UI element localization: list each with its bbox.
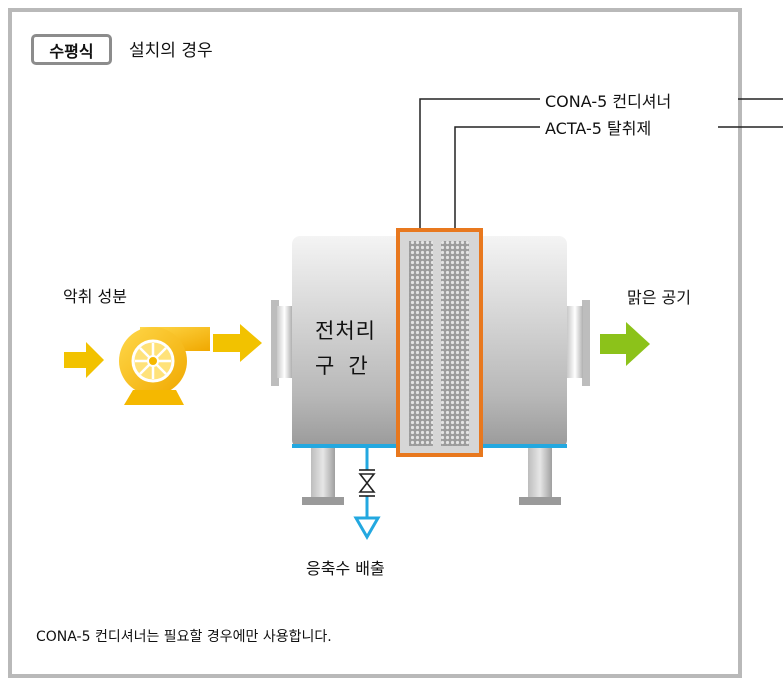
pretreatment-label-line1: 전처리: [315, 319, 376, 343]
conditioner-cartridge: [409, 241, 433, 446]
inlet-flange: [271, 300, 292, 386]
pretreatment-label-line2: 구간: [315, 354, 382, 378]
page-title: 설치의 경우: [129, 41, 213, 61]
drain-label: 응축수 배출: [306, 559, 385, 578]
inlet-arrow-icon: [64, 342, 104, 378]
deodorant-label: ACTA-5 탈취제: [545, 119, 652, 138]
outlet-flange: [567, 300, 590, 386]
conditioner-leader-line: [419, 98, 783, 248]
install-type-badge: 수평식: [31, 34, 112, 65]
deodorant-leader-line: [454, 126, 783, 248]
fan-to-vessel-arrow-icon: [213, 324, 262, 362]
equipment-diagram: [64, 98, 783, 540]
footnote: CONA-5 컨디셔너는 필요할 경우에만 사용합니다.: [36, 629, 332, 645]
outlet-arrow-icon: [600, 322, 650, 366]
outlet-label: 맑은 공기: [627, 288, 691, 307]
blower-fan-icon: [119, 327, 210, 405]
drain-valve-icon: [358, 469, 376, 497]
inlet-label: 악취 성분: [63, 287, 127, 306]
drain-arrow-icon: [353, 516, 381, 540]
conditioner-label: CONA-5 컨디셔너: [545, 92, 672, 111]
deodorant-cartridge: [441, 241, 469, 446]
